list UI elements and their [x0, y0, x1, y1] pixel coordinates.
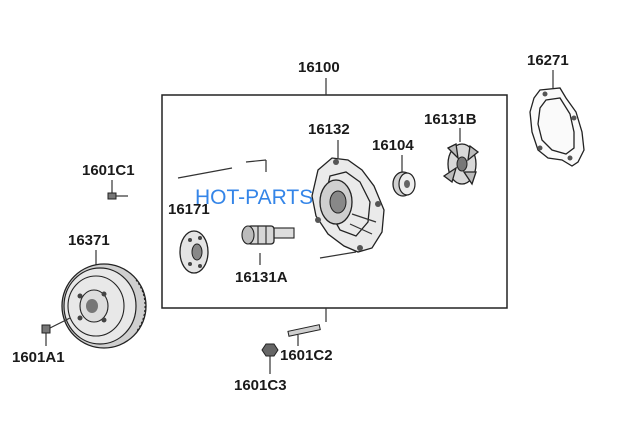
label-1601A1: 1601A1: [12, 349, 65, 366]
label-1601C2: 1601C2: [280, 347, 333, 364]
label-16132: 16132: [308, 121, 350, 138]
label-16171: 16171: [168, 201, 210, 218]
bracket-line-2: [245, 159, 267, 163]
nut-1601C3: [261, 343, 279, 357]
gasket-part: [529, 87, 585, 167]
label-16100: 16100: [298, 59, 340, 76]
housing-part: [311, 157, 385, 253]
bracket-line-1: [177, 167, 233, 179]
bolt-1601A1: [41, 317, 71, 334]
bracket-line-4: [319, 251, 357, 259]
label-16131B: 16131B: [424, 111, 477, 128]
seal-part: [392, 171, 416, 197]
watermark: HOT-PARTS: [195, 186, 313, 209]
stud-1601C2: [287, 324, 321, 337]
assembly-frame: [161, 94, 508, 309]
label-16371: 16371: [68, 232, 110, 249]
impeller-part: [442, 143, 480, 186]
hub-part: [179, 230, 209, 274]
leader-lines: [45, 70, 554, 374]
label-1601C1: 1601C1: [82, 162, 135, 179]
bolt-1601C1: [107, 192, 128, 200]
shaft-bearing-part: [241, 225, 295, 245]
label-1601C3: 1601C3: [234, 377, 287, 394]
label-16131A: 16131A: [235, 269, 288, 286]
label-16271: 16271: [527, 52, 569, 69]
pulley-part: [61, 263, 147, 349]
label-16104: 16104: [372, 137, 414, 154]
